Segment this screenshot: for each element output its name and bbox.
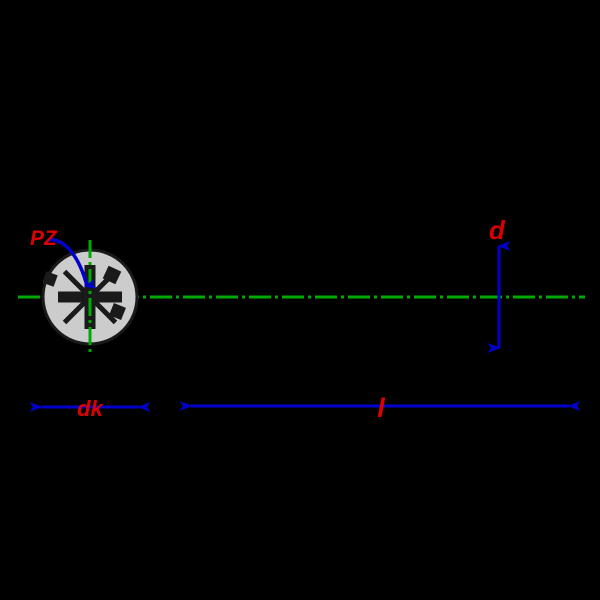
- label-pz: PZ: [30, 227, 58, 250]
- label-d: d: [489, 215, 506, 245]
- pz-leader-arrow: [47, 238, 97, 289]
- screw-head-group: [41, 240, 139, 356]
- label-dk: dk: [77, 396, 104, 421]
- label-l: l: [377, 393, 385, 423]
- pozidriv-cross-recess: [58, 265, 122, 329]
- pozidriv-square-marks: [42, 265, 126, 320]
